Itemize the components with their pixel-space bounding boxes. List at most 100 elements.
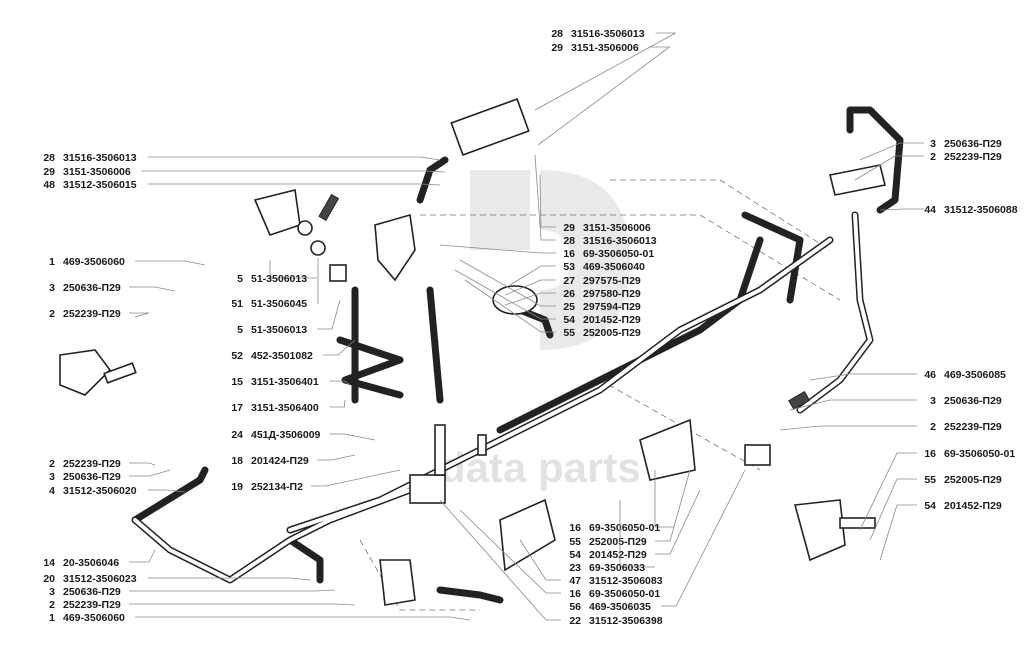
part-code: 31512-3506398 [589,615,663,627]
leader-line [129,603,356,606]
part-code: 252239-П29 [944,421,1002,433]
part-code: 297575-П29 [583,275,641,287]
part-code: 31516-3506013 [571,28,645,40]
callout-number: 55 [563,327,575,339]
leader-line [141,170,446,173]
leader-line [129,469,171,477]
callout-number: 54 [563,314,575,326]
part-code: 31512-3506023 [63,573,137,585]
callout-number: 16 [924,448,936,460]
part-code: 69-3506050-01 [944,448,1015,460]
callout-number: 3 [49,471,55,483]
part-code: 31512-3506015 [63,179,137,191]
leader-line [317,454,356,461]
leader-line [329,399,346,408]
callout-number: 5 [237,273,243,285]
leader-line [439,244,556,254]
callout-number: 17 [231,402,243,414]
leader-line [135,260,206,266]
leader-line [317,258,319,304]
part-code: 31512-3506020 [63,485,137,497]
part-code: 469-3506060 [63,256,125,268]
callout-number: 18 [231,455,243,467]
leader-line [504,292,556,306]
leader-line [329,433,376,441]
part-code: 297594-П29 [583,301,641,313]
part-code: 252239-П29 [63,599,121,611]
leader-line [879,504,917,561]
part-code: 469-3506035 [589,601,651,613]
leader-line [655,469,691,542]
leader-line [323,339,356,356]
callout-number: 51 [231,298,243,310]
leader-line [654,470,674,528]
callout-number: 22 [569,615,581,627]
callout-number: 3 [930,138,936,150]
leader-line [129,312,150,318]
callout-number: 44 [924,204,936,216]
callout-number: 29 [563,222,575,234]
wheel-cylinder-left [59,349,112,396]
callout-number: 25 [563,301,575,313]
callout-18: 18 201424-П29 [231,454,356,467]
callout-number: 54 [569,549,581,561]
part-code: 252239-П29 [63,308,121,320]
leader-line [779,425,917,431]
callout-17: 17 3151-3506400 [231,399,346,414]
part-code: 201424-П29 [251,455,309,467]
callout-number: 16 [569,588,581,600]
tee-valve [374,213,416,282]
part-code: 20-3506046 [63,557,119,569]
components [59,98,886,606]
leader-line [147,183,441,186]
part-code: 51-3506045 [251,298,307,310]
leader-line [619,500,655,568]
callout-number: 23 [569,562,581,574]
callout-number: 14 [43,557,55,569]
leader-line [147,489,186,493]
leader-line [879,208,924,211]
bracket [253,189,301,236]
callout-number: 55 [924,474,936,486]
leader-line [537,46,671,146]
part-code: 252005-П29 [944,474,1002,486]
part-code: 31516-3506013 [63,152,137,164]
callout-number: 3 [930,395,936,407]
part-code: 201452-П29 [944,500,1002,512]
callout-number: 55 [569,536,581,548]
brake-pipes [131,106,904,604]
leader-line [809,373,917,381]
part-code: 451Д-3506009 [251,429,321,441]
part-code: 51-3506013 [251,324,307,336]
part-code: 69-3506050-01 [583,248,654,260]
callout-number: 28 [43,152,55,164]
callout-number: 2 [930,421,936,433]
part-code: 69-3506033 [589,562,645,574]
part-code: 3151-3506400 [251,402,319,414]
callout-number: 28 [563,235,575,247]
part-code: 297580-П29 [583,288,641,300]
leader-line [509,265,556,286]
callout-22: 22 31512-3506398 [439,499,663,627]
callout-number: 29 [551,42,563,54]
callout-number: 47 [569,575,581,587]
